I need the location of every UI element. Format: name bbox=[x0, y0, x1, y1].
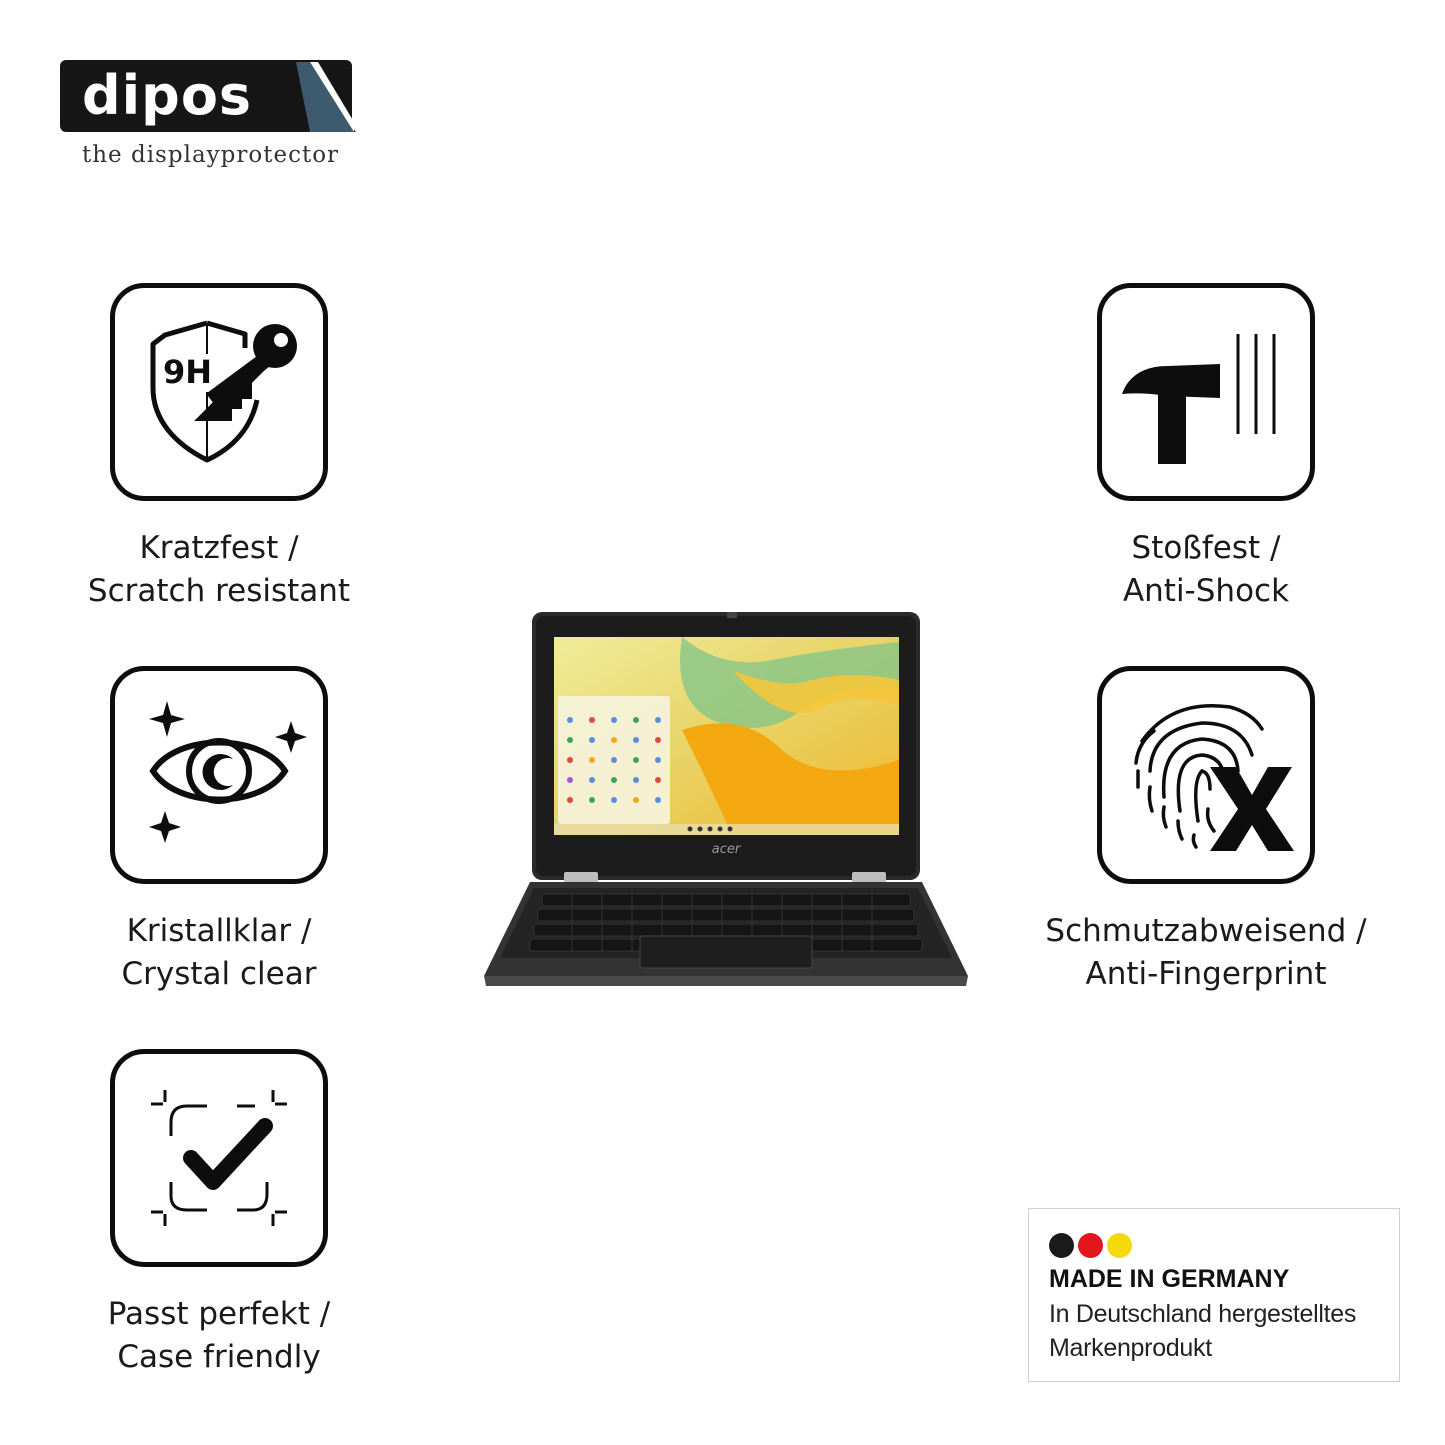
feature-caption: Kratzfest / Scratch resistant bbox=[54, 527, 384, 613]
logo-wordmark: dipos bbox=[82, 64, 253, 127]
logo-peel-icon bbox=[296, 60, 356, 132]
laptop-image: acer bbox=[482, 610, 972, 995]
feature-caption: Schmutzabweisend / Anti-Fingerprint bbox=[1041, 910, 1371, 996]
caption-line-de: Kratzfest / bbox=[139, 530, 299, 566]
flag-dot-gold bbox=[1107, 1233, 1132, 1258]
frame-check-icon bbox=[151, 1090, 287, 1226]
feature-anti-fingerprint: Schmutzabweisend / Anti-Fingerprint bbox=[1041, 666, 1371, 996]
feature-tile: 9H bbox=[110, 283, 328, 501]
laptop-illustration: acer bbox=[484, 612, 968, 986]
eye-sparkle-icon bbox=[149, 701, 307, 843]
feature-case-friendly: Passt perfekt / Case friendly bbox=[54, 1049, 384, 1379]
feature-tile bbox=[1097, 666, 1315, 884]
caption-line-en: Anti-Shock bbox=[1122, 573, 1290, 609]
caption-line-de: Kristallklar / bbox=[126, 913, 312, 949]
feature-caption: Passt perfekt / Case friendly bbox=[54, 1293, 384, 1379]
logo-tagline: the displayprotector bbox=[82, 142, 340, 168]
caption-line-en: Scratch resistant bbox=[87, 573, 351, 609]
svg-text:acer: acer bbox=[712, 842, 742, 857]
made-in-germany-badge: MADE IN GERMANY In Deutschland hergestel… bbox=[1028, 1208, 1400, 1382]
caption-line-de: Passt perfekt / bbox=[107, 1296, 331, 1332]
svg-text:9H: 9H bbox=[163, 353, 212, 391]
flag-dot-red bbox=[1078, 1233, 1103, 1258]
brand-logo: dipos the displayprotector bbox=[60, 60, 356, 175]
caption-line-de: Stoßfest / bbox=[1131, 530, 1281, 566]
made-in-germany-title: MADE IN GERMANY bbox=[1049, 1265, 1290, 1293]
flag-dot-black bbox=[1049, 1233, 1074, 1258]
feature-scratch-resistant: 9H Kratzfest / Scratch resistant bbox=[54, 283, 384, 613]
feature-caption: Kristallklar / Crystal clear bbox=[54, 910, 384, 996]
feature-crystal-clear: Kristallklar / Crystal clear bbox=[54, 666, 384, 996]
feature-caption: Stoßfest / Anti-Shock bbox=[1041, 527, 1371, 613]
hammer-icon bbox=[1122, 334, 1276, 464]
fingerprint-x-icon bbox=[1134, 703, 1294, 851]
feature-tile bbox=[1097, 283, 1315, 501]
caption-line-en: Case friendly bbox=[117, 1339, 321, 1375]
caption-line-en: Anti-Fingerprint bbox=[1085, 956, 1327, 992]
caption-line-de: Schmutzabweisend / bbox=[1045, 913, 1367, 949]
feature-tile bbox=[110, 1049, 328, 1267]
made-in-germany-line-1: In Deutschland hergestelltes bbox=[1049, 1300, 1357, 1328]
shield-key-icon: 9H bbox=[150, 320, 297, 463]
feature-anti-shock: Stoßfest / Anti-Shock bbox=[1041, 283, 1371, 613]
caption-line-en: Crystal clear bbox=[121, 956, 317, 992]
feature-tile bbox=[110, 666, 328, 884]
made-in-germany-line-2: Markenprodukt bbox=[1049, 1334, 1212, 1362]
